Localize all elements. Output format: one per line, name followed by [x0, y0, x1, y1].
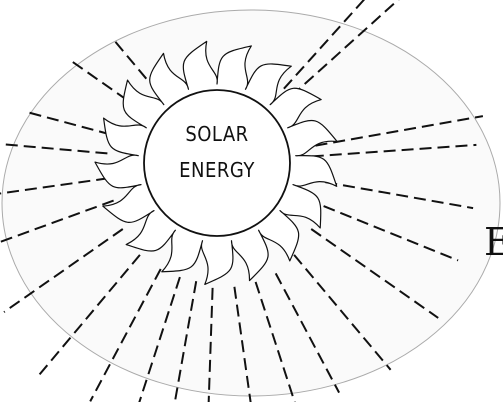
sun-label-energy: ENERGY: [179, 158, 255, 182]
partial-heading-text: E: [484, 222, 503, 262]
sun-label-solar: SOLAR: [185, 122, 248, 146]
